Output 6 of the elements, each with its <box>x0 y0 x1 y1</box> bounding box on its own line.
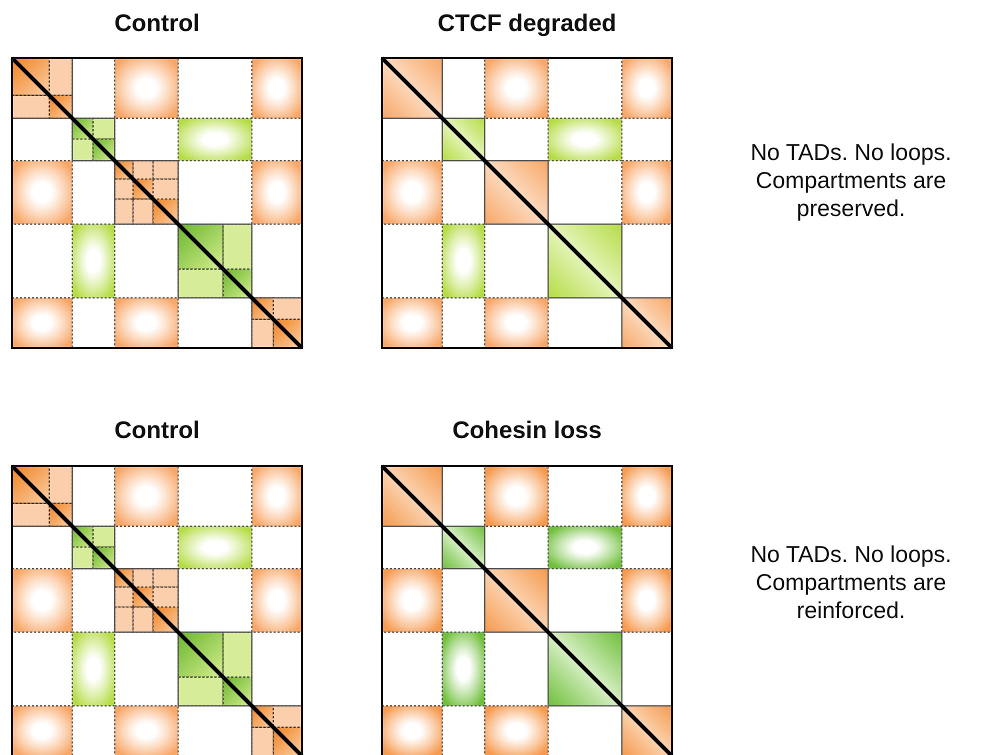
panel-title: Control <box>113 417 201 445</box>
note-text: No TADs. No loops. Compartments are reinforced. <box>749 540 953 624</box>
note-text: No TADs. No loops. Compartments are preserved. <box>749 138 953 222</box>
panel-title: CTCF degraded <box>436 10 618 38</box>
panel-title: Control <box>113 10 201 38</box>
panel-title: Cohesin loss <box>451 417 603 445</box>
